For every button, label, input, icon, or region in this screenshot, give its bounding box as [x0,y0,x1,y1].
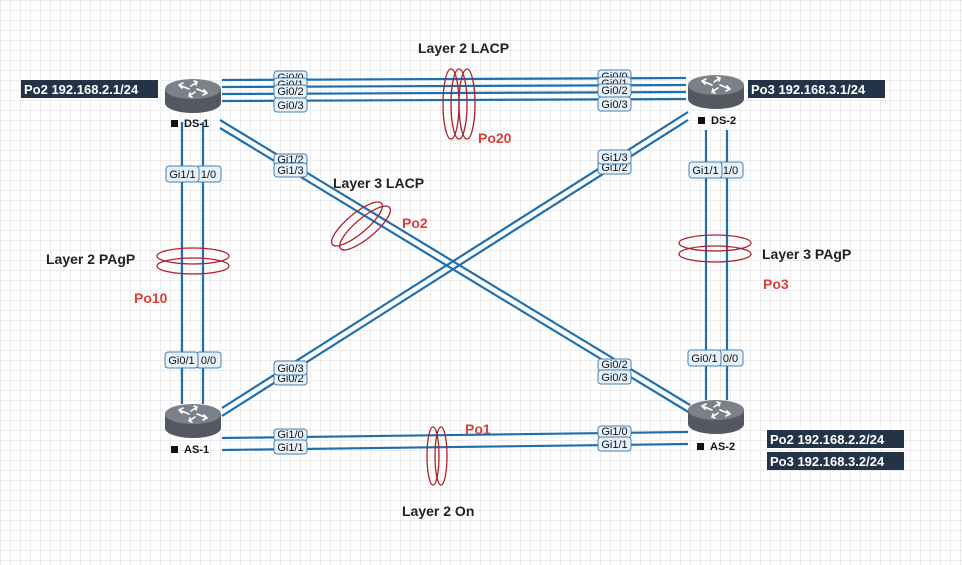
svg-text:Gi1/0: Gi1/0 [601,426,627,438]
router-as1[interactable] [165,404,221,438]
ip-label-bg-as2-po2 [767,430,904,448]
iface-ds2-gi0-2[interactable]: Gi0/2 [597,83,632,98]
ip-label-ds2-po3: Po3 192.168.3.1/24 [751,82,866,97]
svg-text:Gi1/3: Gi1/3 [601,152,627,164]
router-icon [165,404,221,438]
iface-as1-gi1-1[interactable]: Gi1/1 [273,439,308,455]
svg-text:Gi1/1: Gi1/1 [277,442,303,454]
group-po-diag: Po2 [402,215,428,231]
svg-text:Gi1/1: Gi1/1 [169,169,195,181]
svg-text:Gi0/1: Gi0/1 [691,353,717,365]
iface-as2-gi0-0[interactable]: 0/0 [717,349,744,367]
iface-ds1-gi0-2[interactable]: Gi0/2 [273,84,308,99]
svg-text:Gi0/2: Gi0/2 [277,373,303,385]
ring-po20-3 [458,68,476,140]
device-labels: DS-1 DS-2 AS-1 AS-2 [171,115,736,456]
group-po-left: Po10 [134,290,168,306]
iface-as1-gi0-1[interactable]: Gi0/1 [164,351,199,369]
group-type-left: Layer 2 PAgP [46,251,135,267]
svg-text:Gi0/2: Gi0/2 [601,85,627,97]
svg-text:Gi0/2: Gi0/2 [277,86,303,98]
ring-po20-2 [450,68,468,140]
group-type-top: Layer 2 LACP [418,40,509,56]
iface-ds1-gi1-3[interactable]: Gi1/3 [273,162,308,178]
device-marker-ds1 [171,120,178,127]
svg-text:Gi1/1: Gi1/1 [692,165,718,177]
svg-text:Gi0/3: Gi0/3 [601,99,627,111]
iface-as1-gi0-0[interactable]: 0/0 [195,351,222,369]
router-ds2[interactable] [688,75,744,109]
iface-as2-gi1-1[interactable]: Gi1/1 [597,436,632,452]
iface-ds1-gi1-0[interactable]: 1/0 [195,165,222,183]
group-po-bottom: Po1 [465,421,491,437]
iface-ds1-gi1-1[interactable]: Gi1/1 [165,165,200,183]
ip-label-ds1-po2: Po2 192.168.2.1/24 [24,82,139,97]
device-name-as2: AS-2 [710,441,735,453]
device-marker-ds2 [698,117,705,124]
ip-label-as2-po2: Po2 192.168.2.2/24 [770,432,885,447]
ring-po2-1 [331,201,383,247]
router-ds1[interactable] [165,79,221,113]
ring-po10-1 [156,247,230,265]
svg-text:Gi1/0: Gi1/0 [277,429,303,441]
iface-as2-gi0-1[interactable]: Gi0/1 [687,349,722,367]
svg-text:Gi1/2: Gi1/2 [601,162,627,174]
ring-po3-1 [678,234,752,252]
interface-labels: Gi0/0 Gi0/1 Gi0/2 Gi0/3 Gi0/0 Gi0/1 Gi0/… [164,69,744,455]
svg-text:Gi1/1: Gi1/1 [601,439,627,451]
svg-text:1/0: 1/0 [723,165,738,177]
iface-ds1-gi0-3[interactable]: Gi0/3 [273,97,308,113]
ring-po1-2 [434,426,448,486]
ring-po1-1 [426,426,440,486]
device-name-ds1: DS-1 [184,118,209,130]
ip-label-bg-as2-po3 [767,452,904,470]
iface-as1-gi1-0[interactable]: Gi1/0 [273,428,308,442]
iface-as2-gi0-3[interactable]: Gi0/3 [597,369,632,385]
ip-label-bg-ds1 [21,80,158,98]
bundle-rings [156,68,752,486]
device-marker-as2 [697,443,704,450]
ring-po10-2 [156,257,230,275]
device-name-ds2: DS-2 [711,115,736,127]
routers [165,75,744,438]
iface-ds2-gi1-3[interactable]: Gi1/3 [597,149,632,165]
svg-text:Gi0/3: Gi0/3 [277,100,303,112]
router-as2[interactable] [688,400,744,434]
device-marker-as1 [171,446,178,453]
svg-text:Gi0/2: Gi0/2 [601,359,627,371]
ip-labels: Po2 192.168.2.1/24 Po3 192.168.3.1/24 Po… [21,80,904,470]
group-po-right: Po3 [763,276,789,292]
ring-po2-2 [339,205,391,251]
group-type-diag: Layer 3 LACP [333,175,424,191]
svg-text:0/0: 0/0 [723,353,738,365]
router-icon [165,79,221,113]
router-icon [688,75,744,109]
iface-ds2-gi1-1[interactable]: Gi1/1 [688,161,723,179]
svg-text:Gi1/3: Gi1/3 [277,165,303,177]
svg-text:Gi0/3: Gi0/3 [277,363,303,375]
ip-label-as2-po3: Po3 192.168.3.2/24 [770,454,885,469]
svg-text:0/0: 0/0 [201,355,216,367]
device-name-as1: AS-1 [184,444,209,456]
group-po-top: Po20 [478,130,512,146]
group-type-bottom: Layer 2 On [402,503,474,519]
svg-text:Gi0/1: Gi0/1 [168,355,194,367]
iface-as2-gi0-2[interactable]: Gi0/2 [597,358,632,372]
iface-as1-gi0-3[interactable]: Gi0/3 [273,360,308,376]
group-type-right: Layer 3 PAgP [762,246,851,262]
ring-po3-2 [678,245,752,263]
group-labels: Layer 2 LACP Po20 Layer 2 PAgP Po10 Laye… [46,40,851,519]
svg-text:1/0: 1/0 [201,169,216,181]
ip-label-bg-ds2 [748,80,885,98]
svg-text:Gi0/3: Gi0/3 [601,372,627,384]
router-icon [688,400,744,434]
iface-ds2-gi0-3[interactable]: Gi0/3 [597,96,632,112]
iface-as2-gi1-0[interactable]: Gi1/0 [597,425,632,439]
